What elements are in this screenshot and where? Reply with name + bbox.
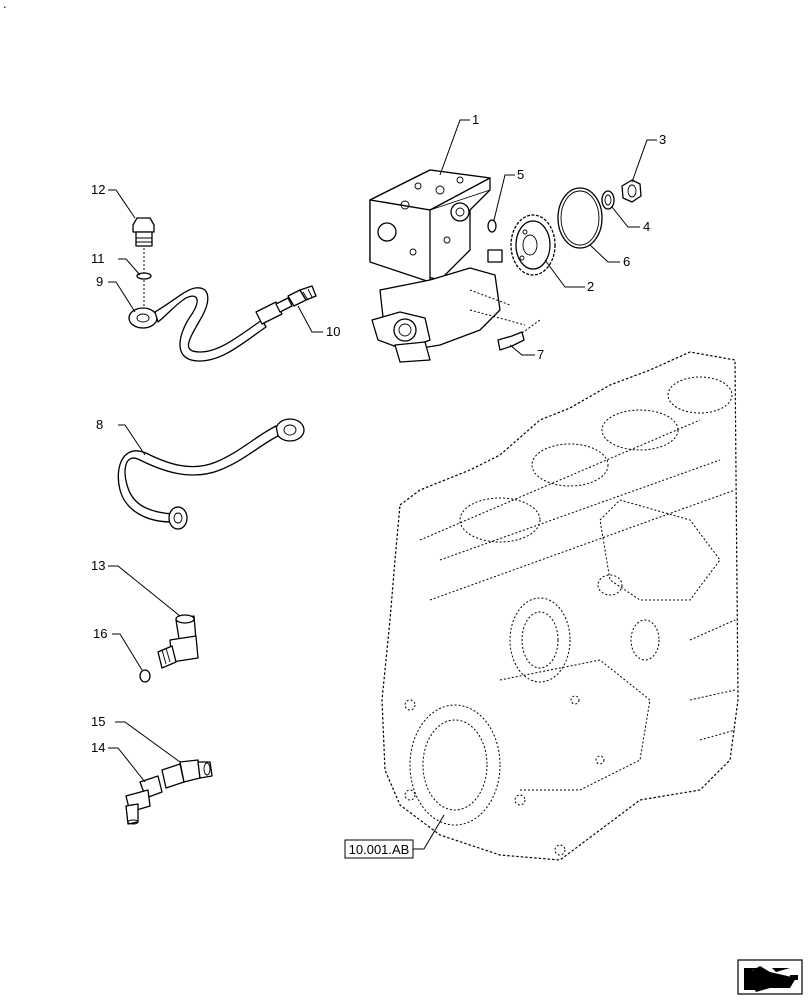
straight-fitting (161, 759, 213, 789)
callout-13: 13 (91, 558, 105, 573)
oil-pipe (117, 418, 305, 530)
pipe-assembly (128, 287, 293, 362)
o-ring-elbow (139, 669, 151, 683)
callout-6: 6 (623, 254, 630, 269)
reference-label: 10.001.AB (349, 842, 410, 857)
callout-3: 3 (659, 132, 666, 147)
callout-11: 11 (91, 251, 105, 266)
nut (621, 179, 642, 203)
callout-labels: 1 2 3 4 5 6 7 8 9 10 11 12 13 14 15 16 (91, 112, 666, 755)
callout-9: 9 (96, 274, 103, 289)
o-ring-small (487, 219, 497, 233)
adapter-fitting (287, 285, 317, 307)
callout-8: 8 (96, 417, 103, 432)
callout-16: 16 (93, 626, 107, 641)
callout-12: 12 (91, 182, 105, 197)
bolt (497, 319, 541, 351)
gear (510, 214, 556, 276)
callout-10: 10 (326, 324, 340, 339)
reference-box[interactable]: 10.001.AB (344, 839, 414, 859)
o-ring-large (557, 187, 603, 249)
callout-2: 2 (587, 279, 594, 294)
sealing-washer (136, 272, 152, 280)
banjo-bolt (132, 217, 155, 247)
next-page-arrow-icon[interactable] (737, 959, 803, 995)
callout-7: 7 (537, 347, 544, 362)
callout-15: 15 (91, 714, 105, 729)
callout-1: 1 (472, 112, 479, 127)
callout-5: 5 (517, 167, 524, 182)
engine-block (381, 351, 739, 861)
elbow-fitting (157, 614, 199, 669)
elbow-connector (125, 775, 163, 825)
washer (601, 190, 615, 210)
callout-14: 14 (91, 740, 105, 755)
leader-lines (108, 119, 657, 850)
corner-mark: . (3, 0, 7, 11)
air-compressor (369, 169, 526, 363)
callout-4: 4 (643, 219, 650, 234)
